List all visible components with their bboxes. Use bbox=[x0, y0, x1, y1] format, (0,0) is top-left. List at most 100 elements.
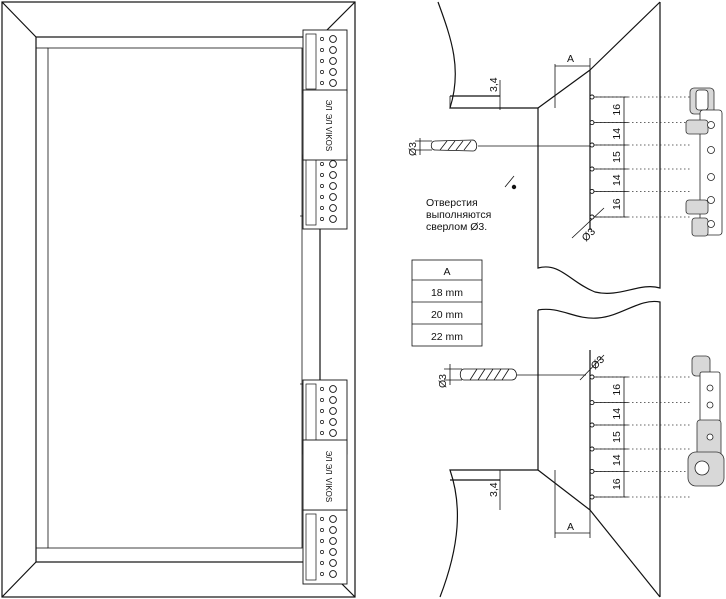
hinge-bottom-a-screw-3 bbox=[329, 407, 337, 415]
door-outer-frame bbox=[1, 1, 356, 598]
note-line-3: сверлом Ø3. bbox=[426, 221, 487, 233]
hinge-bottom-b-pin-3 bbox=[320, 539, 324, 543]
upper-hinge-part bbox=[685, 87, 723, 237]
hinge-top-a-screw-5 bbox=[329, 79, 337, 87]
hinge-bottom-b-pin-1 bbox=[320, 517, 324, 521]
upper-hinge-pin bbox=[695, 89, 709, 111]
edge-offset-label-upper: 3,4 bbox=[488, 77, 500, 92]
upper-screw-3 bbox=[707, 173, 715, 181]
lower-screw-1 bbox=[706, 384, 714, 392]
hinge-top-a-pin-5 bbox=[320, 81, 324, 85]
upper-diagonal bbox=[589, 1, 661, 71]
drill-dia-label-upper: Ø3 bbox=[407, 142, 419, 156]
hinge-bottom-a-pin-3 bbox=[320, 409, 324, 413]
hinge-top-b-strip bbox=[305, 158, 317, 226]
size-table: A 18 mm 20 mm 22 mm bbox=[411, 259, 483, 347]
hinge-top-a-strip bbox=[305, 33, 317, 90]
upper-hinge-foot bbox=[691, 217, 709, 237]
upper-spacing-label-1: 16 bbox=[611, 104, 623, 116]
lower-hole-1 bbox=[589, 374, 595, 380]
hinge-bottom-b-pin-4 bbox=[320, 550, 324, 554]
lower-hole-3 bbox=[589, 422, 595, 428]
lower-hole-2 bbox=[589, 400, 595, 406]
hinge-plate-1 bbox=[302, 89, 348, 161]
hinge-top-a-pin-2 bbox=[320, 48, 324, 52]
door-hinges: ЭЛ ЭЛ VIKOS ЭЛ ЭЛ VIKOS bbox=[302, 29, 348, 585]
hinge-bottom-b-pin-2 bbox=[320, 528, 324, 532]
lower-spacing-label-5: 16 bbox=[611, 478, 623, 490]
frame-miter-tl bbox=[1, 1, 37, 38]
hinge-top-b-screw-4 bbox=[329, 193, 337, 201]
hinge-bottom-b-screw-1 bbox=[329, 515, 337, 523]
hinge-top-a-screw-3 bbox=[329, 57, 337, 65]
note-line-2: выполняются bbox=[426, 209, 491, 221]
hinge-marking-4: ЭЛ bbox=[324, 451, 333, 462]
hinge-bottom-b-screw-3 bbox=[329, 537, 337, 545]
lower-hole-5 bbox=[589, 468, 595, 474]
hinge-marking-6: VIKOS bbox=[324, 478, 333, 502]
lower-hole-6 bbox=[589, 494, 595, 500]
hinge-top-b-screw-6 bbox=[329, 215, 337, 223]
edge-offset-label-lower: 3,4 bbox=[488, 482, 500, 497]
drill-bit-lower bbox=[444, 364, 586, 385]
note-line-1: Отверстия bbox=[426, 197, 478, 209]
upper-hole-4 bbox=[589, 166, 595, 172]
hinge-bottom-a-screw-4 bbox=[329, 418, 337, 426]
lower-hole-4 bbox=[589, 446, 595, 452]
hinge-top-a-pin-3 bbox=[320, 59, 324, 63]
hinge-bottom-a-pin-5 bbox=[320, 431, 324, 435]
hinge-plate-4 bbox=[302, 439, 348, 511]
upper-screw-2 bbox=[707, 146, 715, 154]
frame-miter-bl bbox=[1, 561, 37, 598]
hinge-bottom-b-pin-5 bbox=[320, 561, 324, 565]
hinge-bottom-b-screw-4 bbox=[329, 548, 337, 556]
upper-hole-2 bbox=[589, 120, 595, 126]
hinge-bottom-b-screw-6 bbox=[329, 570, 337, 578]
hinge-top-b-screw-1 bbox=[329, 160, 337, 168]
hole-dia-line-upper bbox=[571, 207, 605, 239]
hinge-top-a-screw-2 bbox=[329, 46, 337, 54]
lower-bevel-line bbox=[537, 469, 591, 511]
hinge-top-b-screw-5 bbox=[329, 204, 337, 212]
hinge-marking-2: ЭЛ bbox=[324, 114, 333, 125]
hinge-top-b-pin-2 bbox=[320, 173, 324, 177]
hinge-top-b-pin-3 bbox=[320, 184, 324, 188]
hinge-bottom-a-pin-4 bbox=[320, 420, 324, 424]
hole-dia-label-lower: Ø3 bbox=[589, 354, 608, 373]
upper-hinge-tab-bottom bbox=[685, 199, 709, 215]
hinge-top-b-pin-4 bbox=[320, 195, 324, 199]
drill-body-lower bbox=[459, 368, 517, 381]
table-row-3: 22 mm bbox=[431, 331, 463, 343]
hinge-top-a-pin-4 bbox=[320, 70, 324, 74]
drill-bit-upper bbox=[415, 138, 590, 155]
upper-detail bbox=[415, 1, 661, 294]
upper-screw-5 bbox=[707, 220, 715, 228]
upper-spacing-label-5: 16 bbox=[611, 198, 623, 210]
upper-screw-1 bbox=[707, 121, 715, 129]
hinge-bottom-a-screw-1 bbox=[329, 385, 337, 393]
hinge-marking-5: ЭЛ bbox=[324, 464, 333, 475]
hinge-top-b-screw-3 bbox=[329, 182, 337, 190]
table-outline bbox=[411, 259, 483, 347]
dim-a-label-upper: A bbox=[567, 53, 574, 65]
drill-body-upper bbox=[430, 139, 478, 152]
lower-spacing-label-3: 15 bbox=[611, 431, 623, 443]
drill-flutes-lower bbox=[469, 368, 510, 381]
table-row-2: 20 mm bbox=[431, 309, 463, 321]
lower-hinge-adjust-screw bbox=[694, 460, 710, 476]
upper-hole-3 bbox=[589, 142, 595, 148]
hinge-top-b-pin-5 bbox=[320, 206, 324, 210]
lower-detail bbox=[439, 300, 661, 598]
upper-screw-4 bbox=[707, 196, 715, 204]
hinge-marking-1: ЭЛ bbox=[324, 100, 333, 111]
lower-diagonal bbox=[589, 509, 661, 598]
dim-a-label-lower: A bbox=[567, 521, 574, 533]
hinge-marking-3: VIKOS bbox=[324, 127, 333, 151]
hinge-bottom-a-screw-5 bbox=[329, 429, 337, 437]
door-elevation bbox=[1, 1, 356, 598]
lower-profile-outline bbox=[439, 300, 661, 598]
hinge-top-b-pin-6 bbox=[320, 217, 324, 221]
hinge-bottom-a-pin-1 bbox=[320, 387, 324, 391]
